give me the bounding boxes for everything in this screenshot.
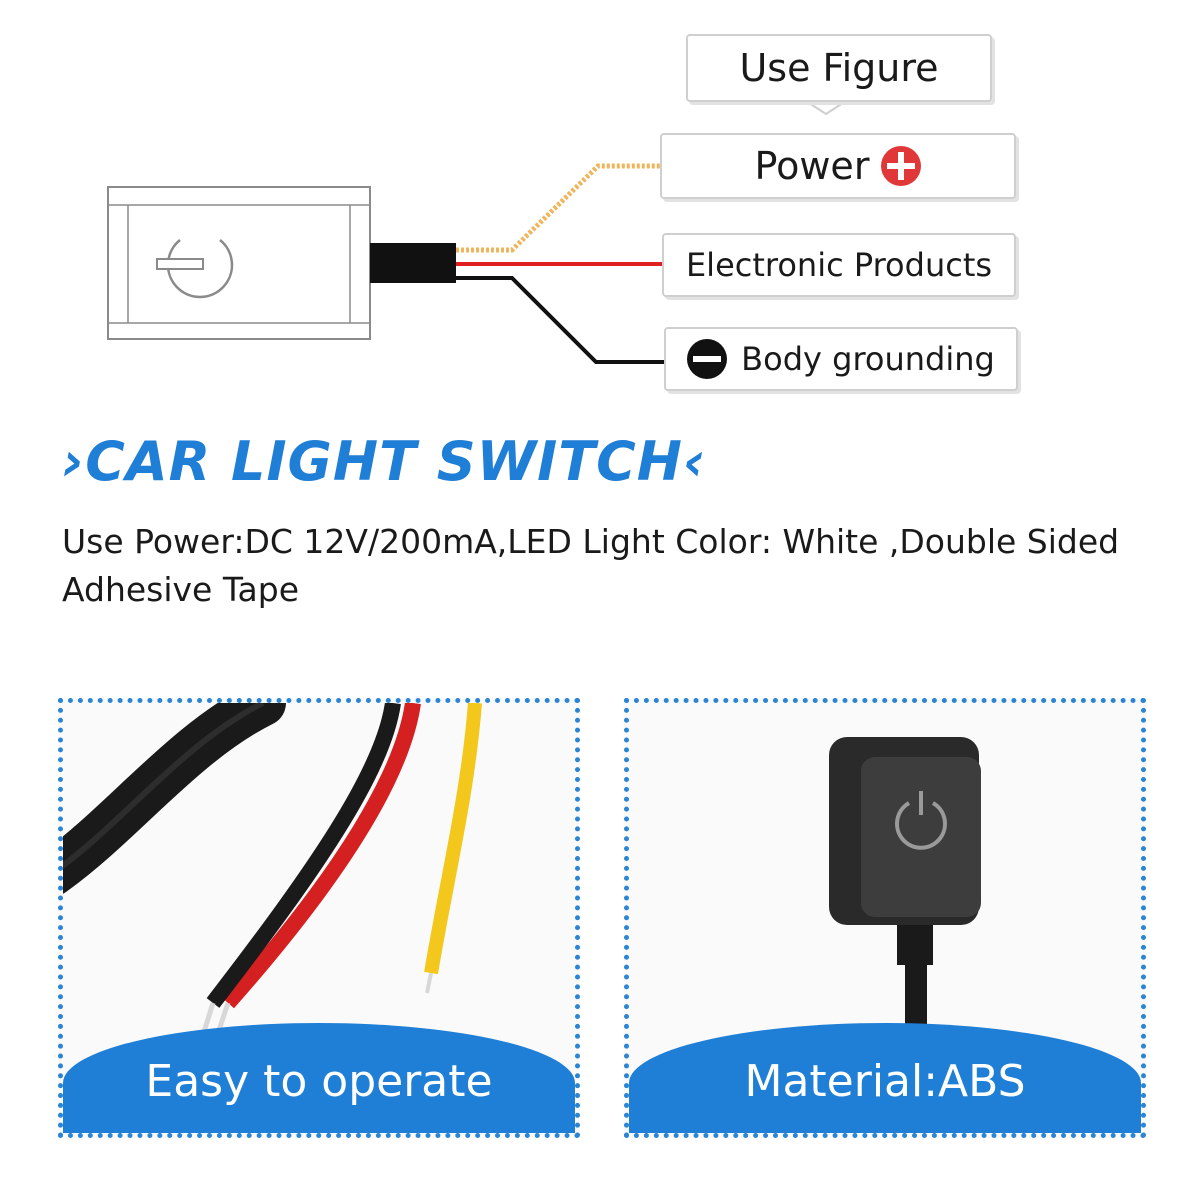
wires-photo-panel: Easy to operate <box>58 698 580 1138</box>
plus-icon <box>881 146 922 186</box>
panel-caption-left: Easy to operate <box>63 1023 575 1133</box>
power-label: Power <box>754 144 870 188</box>
diagram-title-text: Use Figure <box>739 46 939 90</box>
wire-connector <box>370 243 456 283</box>
electronic-label: Electronic Products <box>685 246 993 284</box>
switch-body <box>107 186 371 340</box>
headline: ›CAR LIGHT SWITCH‹ <box>62 430 707 493</box>
power-label-box: Power <box>660 133 1016 199</box>
description: Use Power:DC 12V/200mA,LED Light Color: … <box>62 522 1120 609</box>
ground-label-box: Body grounding <box>664 327 1018 391</box>
minus-icon <box>687 339 728 379</box>
power-wire <box>456 163 660 253</box>
panel-caption-right: Material:ABS <box>629 1023 1141 1133</box>
electronic-label-box: Electronic Products <box>662 233 1016 297</box>
wiring-diagram <box>107 100 847 364</box>
wires-illustration <box>63 703 482 1036</box>
power-icon <box>156 239 234 299</box>
ground-label: Body grounding <box>741 340 995 378</box>
diagram-title: Use Figure <box>686 34 992 102</box>
switch-photo-panel: Material:ABS <box>624 698 1146 1138</box>
ground-wire <box>456 276 664 364</box>
callout-pointer <box>805 100 847 116</box>
